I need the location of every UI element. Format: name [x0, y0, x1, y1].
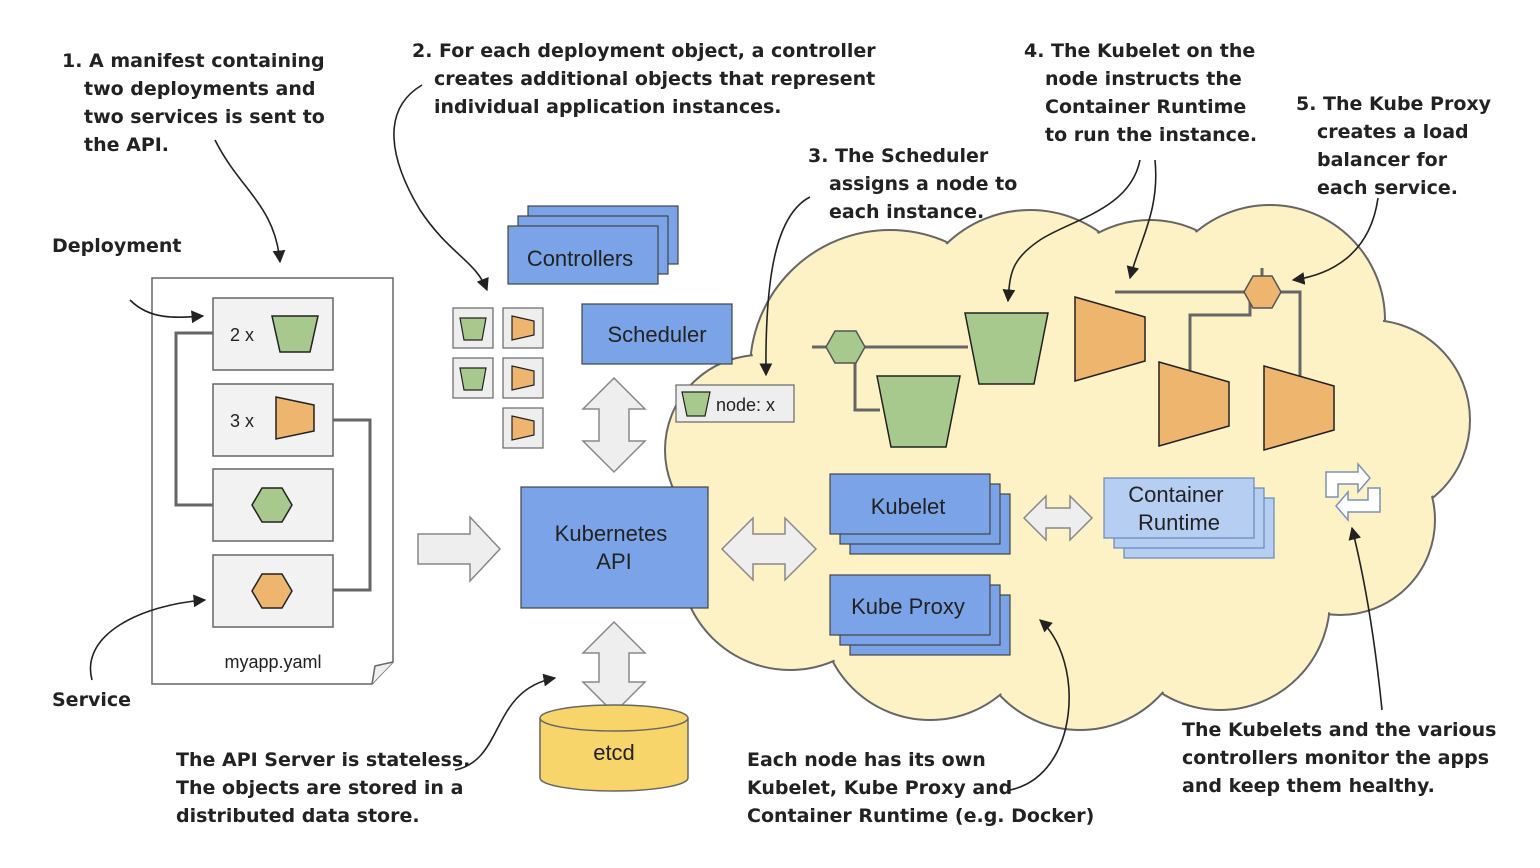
- scheduler-label: Scheduler: [607, 322, 706, 347]
- step2-annotation: 2. For each deployment object, a control…: [412, 40, 882, 118]
- deployment-arrow: [129, 299, 205, 324]
- step4-arrow-b: [1126, 159, 1157, 280]
- step1-annotation: 1. A manifest containing two deployments…: [62, 50, 331, 156]
- orange-app-instances: [1074, 268, 1335, 451]
- service1-hexagon: [251, 487, 293, 523]
- deployment1-service1-link: [174, 331, 213, 507]
- kubelet-note-arrow: [1348, 526, 1383, 711]
- api-note-arrow: [454, 673, 557, 771]
- orange-pod-3: [1263, 365, 1335, 451]
- annotation-arrows: [89, 84, 1383, 791]
- container-runtime-stack: Container Runtime: [1103, 477, 1275, 559]
- instance-objects: [452, 307, 544, 449]
- deployment1-count: 2 x: [230, 325, 254, 345]
- deployment2-pod-shape: [275, 396, 315, 440]
- controllers-stack: Controllers: [507, 205, 679, 285]
- api-server-note: The API Server is stateless. The objects…: [176, 749, 477, 827]
- manifest-file: myapp.yaml 2 x 3 x: [151, 277, 394, 685]
- deployment2-service2-link: [333, 418, 372, 592]
- kubelet-label: Kubelet: [871, 494, 946, 519]
- node-components-note: Each node has its own Kubelet, Kube Prox…: [747, 749, 1094, 827]
- green-pod-1: [964, 312, 1049, 385]
- deployment-label: Deployment: [52, 235, 182, 257]
- kubernetes-api-box: Kubernetes API: [520, 486, 709, 609]
- green-pod-2: [876, 375, 961, 448]
- kubelet-runtime-double-arrow: [1022, 494, 1094, 542]
- scheduler-box: Scheduler: [581, 303, 733, 365]
- green-app-instances: [812, 312, 1049, 448]
- service-label: Service: [52, 689, 131, 711]
- step3-arrow: [759, 196, 811, 377]
- step4-annotation: 4. The Kubelet on the node instructs the…: [1024, 40, 1262, 146]
- kube-proxy-stack: Kube Proxy: [829, 574, 1011, 656]
- step2-arrow: [393, 84, 489, 292]
- etcd-label: etcd: [593, 740, 635, 765]
- orange-load-balancer-hexagon: [1243, 275, 1282, 309]
- controllers-label: Controllers: [527, 246, 633, 271]
- step4-arrow-a: [1002, 159, 1141, 303]
- kubelet-stack: Kubelet: [829, 473, 1011, 555]
- service-arrow: [89, 594, 207, 681]
- manifest-to-api-arrow: [417, 515, 502, 583]
- api-etcd-double-arrow: [581, 620, 647, 715]
- api-node-double-arrow: [720, 516, 818, 582]
- node-note-arrow: [1009, 619, 1070, 791]
- deployment2-count: 3 x: [230, 411, 254, 431]
- node-assignment-tag: node: x: [675, 384, 795, 423]
- orange-pod-1: [1074, 296, 1146, 382]
- step5-annotation: 5. The Kube Proxy creates a load balance…: [1296, 93, 1498, 199]
- step3-annotation: 3. The Scheduler assigns a node to each …: [808, 145, 1024, 223]
- etcd-database: etcd: [539, 704, 689, 792]
- refresh-icon: [1325, 461, 1381, 523]
- manifest-filename: myapp.yaml: [224, 652, 321, 672]
- green-load-balancer-hexagon: [825, 330, 866, 364]
- kube-proxy-label: Kube Proxy: [851, 594, 965, 619]
- cluster-cloud: [664, 204, 1471, 731]
- kubelets-monitor-note: The Kubelets and the various controllers…: [1182, 719, 1503, 797]
- step5-arrow: [1291, 197, 1379, 285]
- orange-pod-2: [1158, 361, 1230, 447]
- step1-arrow: [214, 139, 286, 264]
- deployment1-pod-shape: [271, 315, 319, 353]
- node-tag-label: node: x: [716, 395, 775, 415]
- scheduler-api-double-arrow: [581, 376, 647, 474]
- service2-hexagon: [251, 573, 293, 609]
- kubernetes-api-label: Kubernetes API: [555, 521, 674, 574]
- container-runtime-label: Container Runtime: [1128, 482, 1230, 535]
